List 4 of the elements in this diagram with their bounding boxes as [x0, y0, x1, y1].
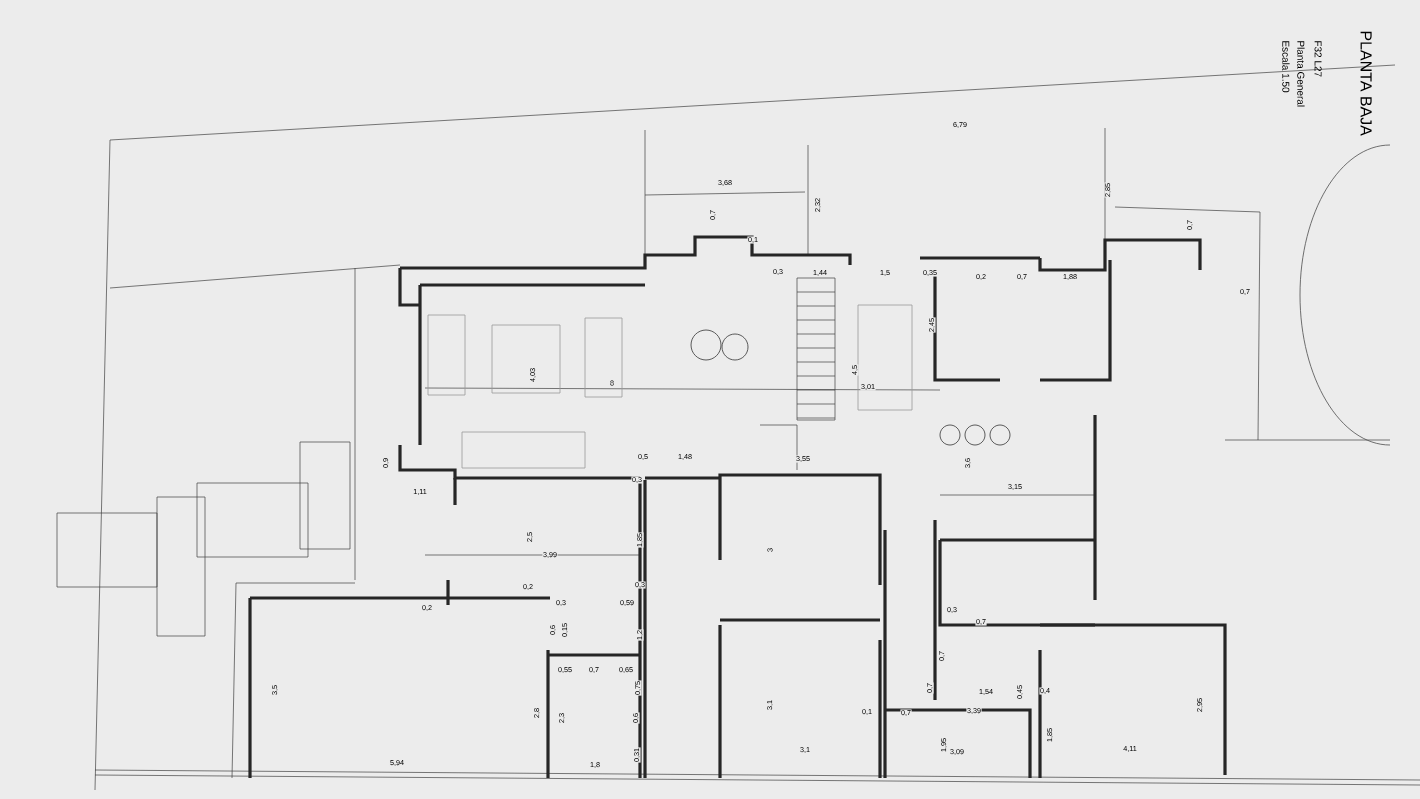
sheet-note: Planta General — [1297, 41, 1305, 107]
sheet-note: Escala 1.50 — [1282, 41, 1290, 93]
heading: PLANTA BAJA — [1360, 31, 1372, 136]
sheet-note: F32 L27 — [1314, 41, 1322, 77]
